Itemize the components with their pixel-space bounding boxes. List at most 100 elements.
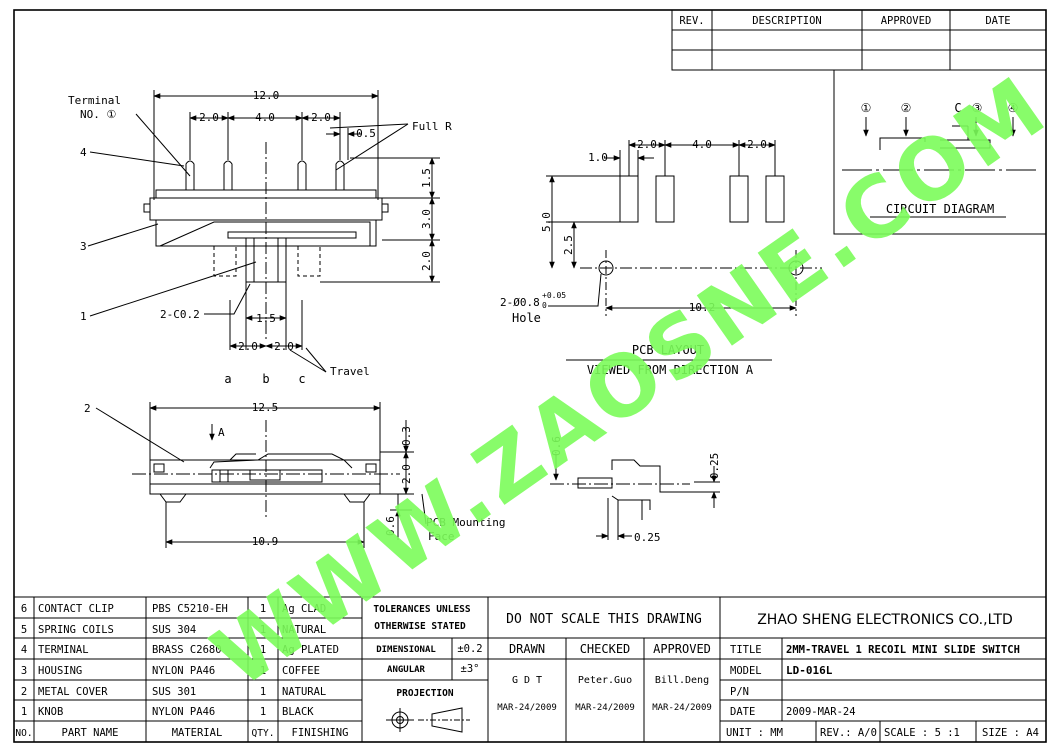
bom-material: SUS 304 xyxy=(152,624,196,636)
size-label: SIZE : A4 xyxy=(982,727,1039,739)
bom-finishing: NATURAL xyxy=(282,686,326,698)
pin-4-label: ④ xyxy=(1008,101,1019,115)
bom-part-name: TERMINAL xyxy=(38,644,89,656)
pcb-face-label: Face xyxy=(428,530,455,543)
dim-knob-width: 1.5 xyxy=(256,312,276,325)
bom-row-no: 1 xyxy=(21,706,27,718)
pin-2-label: ② xyxy=(901,101,912,115)
bom-row-1: 1 KNOB NYLON PA46 1 BLACK xyxy=(21,706,314,718)
position-a: a xyxy=(224,372,231,386)
hole-tol-up: +0.05 xyxy=(542,291,566,300)
position-c: c xyxy=(298,372,305,386)
direction-a-label: A xyxy=(218,426,225,439)
top-view-drawing xyxy=(87,90,440,373)
bom-row-no: 3 xyxy=(21,665,27,677)
dim-height-1: 1.5 xyxy=(420,168,433,188)
checked-header: CHECKED xyxy=(580,642,631,656)
hole-tol-down: 0 xyxy=(542,301,547,310)
tolerances-title-2: OTHERWISE STATED xyxy=(374,621,466,632)
angular-value: ±3° xyxy=(461,663,480,675)
bom-material: NYLON PA46 xyxy=(152,665,215,677)
pcb-dim-5-0: 5.0 xyxy=(540,212,553,232)
bom-row-2: 2 METAL COVER SUS 301 1 NATURAL xyxy=(21,686,326,698)
pcb-layout-title: PCB LAYOUT xyxy=(632,343,704,357)
description-header: DESCRIPTION xyxy=(752,15,822,27)
travel-label: Travel xyxy=(330,365,370,378)
full-r-label: Full R xyxy=(412,120,452,133)
bom-table: 6 CONTACT CLIP PBS C5210-EH 1 Ag CLAD 5 … xyxy=(15,603,348,739)
bom-table-grid xyxy=(14,596,1046,742)
bom-part-name: KNOB xyxy=(38,706,63,718)
side-dim-length: 12.5 xyxy=(252,401,279,414)
callout-3: 3 xyxy=(80,240,87,253)
bom-qty: 1 xyxy=(260,665,266,677)
bom-material: SUS 301 xyxy=(152,686,196,698)
circuit-diagram-title: CIRCUIT DIAGRAM xyxy=(886,202,994,216)
approved-signoff-header: APPROVED xyxy=(653,642,711,656)
bom-part-name: HOUSING xyxy=(38,665,82,677)
revision-block xyxy=(671,9,1047,71)
side-dim-0-3: 0.3 xyxy=(400,426,413,446)
side-dim-0-25-vertical: 0.25 xyxy=(708,453,721,480)
side-dim-2-0: 2.0 xyxy=(400,464,413,484)
dimensional-value: ±0.2 xyxy=(457,643,482,655)
drawing-frame xyxy=(13,9,1047,743)
dim-pitch-1: 2.0 xyxy=(199,111,219,124)
pcb-layout-drawing xyxy=(546,140,822,361)
bom-header-qty: QTY. xyxy=(252,728,275,739)
bom-finishing: COFFEE xyxy=(282,665,320,677)
model-value: LD-016L xyxy=(786,664,833,677)
bom-row-no: 5 xyxy=(21,624,27,636)
pcb-dim-2-0-left: 2.0 xyxy=(637,138,657,151)
pcb-dim-4-0: 4.0 xyxy=(692,138,712,151)
date-value: 2009-MAR-24 xyxy=(786,706,856,718)
terminal-no-label: NO. ① xyxy=(80,108,116,121)
bom-row-no: 2 xyxy=(21,686,27,698)
pin-1-label: ① xyxy=(861,101,872,115)
bom-header-material: MATERIAL xyxy=(172,727,223,739)
bom-qty: 1 xyxy=(260,644,266,656)
dimensional-label: DIMENSIONAL xyxy=(376,645,436,655)
side-dim-0-6: 0.6 xyxy=(384,516,397,536)
bom-finishing: Ag PLATED xyxy=(282,644,339,656)
hole-prefix: 2-Ø0.8 xyxy=(500,296,540,309)
side-dim-0-6-small: 0.6 xyxy=(550,436,563,456)
dim-terminal-width: 0.5 xyxy=(356,127,376,140)
website-watermark: WWW.ZAOSNE.COM xyxy=(195,56,1058,706)
position-b: b xyxy=(262,372,269,386)
dim-pitch-2: 4.0 xyxy=(255,111,275,124)
callout-1: 1 xyxy=(80,310,87,323)
bom-qty: 1 xyxy=(260,624,266,636)
bom-header-no: NO. xyxy=(15,728,32,739)
date-header: DATE xyxy=(985,15,1010,27)
pcb-mounting-label: PCB Mounting xyxy=(426,516,505,529)
side-dim-0-25-horizontal: 0.25 xyxy=(634,531,661,544)
bom-header-part-name: PART NAME xyxy=(62,727,119,739)
bom-row-5: 5 SPRING COILS SUS 304 1 NATURAL xyxy=(21,624,326,636)
drawn-header: DRAWN xyxy=(509,642,545,656)
bom-material: BRASS C2680 xyxy=(152,644,222,656)
model-label: MODEL xyxy=(730,665,762,677)
dim-pitch-3: 2.0 xyxy=(311,111,331,124)
bom-finishing: NATURAL xyxy=(282,624,326,636)
bom-header-finishing: FINISHING xyxy=(292,727,349,739)
bom-row-4: 4 TERMINAL BRASS C2680 1 Ag PLATED xyxy=(21,644,339,656)
bom-row-6: 6 CONTACT CLIP PBS C5210-EH 1 Ag CLAD xyxy=(21,603,326,615)
company-name: ZHAO SHENG ELECTRONICS CO.,LTD xyxy=(757,612,1013,628)
dim-travel-2: 2.0 xyxy=(274,340,294,353)
pin-c-label: C xyxy=(954,101,961,115)
bom-qty: 1 xyxy=(260,603,266,615)
title-label: TITLE xyxy=(730,644,762,656)
side-view-drawing xyxy=(95,402,720,548)
bom-part-name: METAL COVER xyxy=(38,686,108,698)
scale-label: SCALE : 5 :1 xyxy=(884,727,960,739)
bom-material: PBS C5210-EH xyxy=(152,603,228,615)
do-not-scale-note: DO NOT SCALE THIS DRAWING xyxy=(506,612,702,627)
hole-label: Hole xyxy=(512,311,541,325)
bom-row-no: 4 xyxy=(21,644,27,656)
pcb-dim-10-2: 10.2 xyxy=(689,301,716,314)
tolerances-title-1: TOLERANCES UNLESS xyxy=(373,604,471,615)
drawn-date: MAR-24/2009 xyxy=(497,703,557,713)
projection-symbol-icon xyxy=(386,707,470,733)
